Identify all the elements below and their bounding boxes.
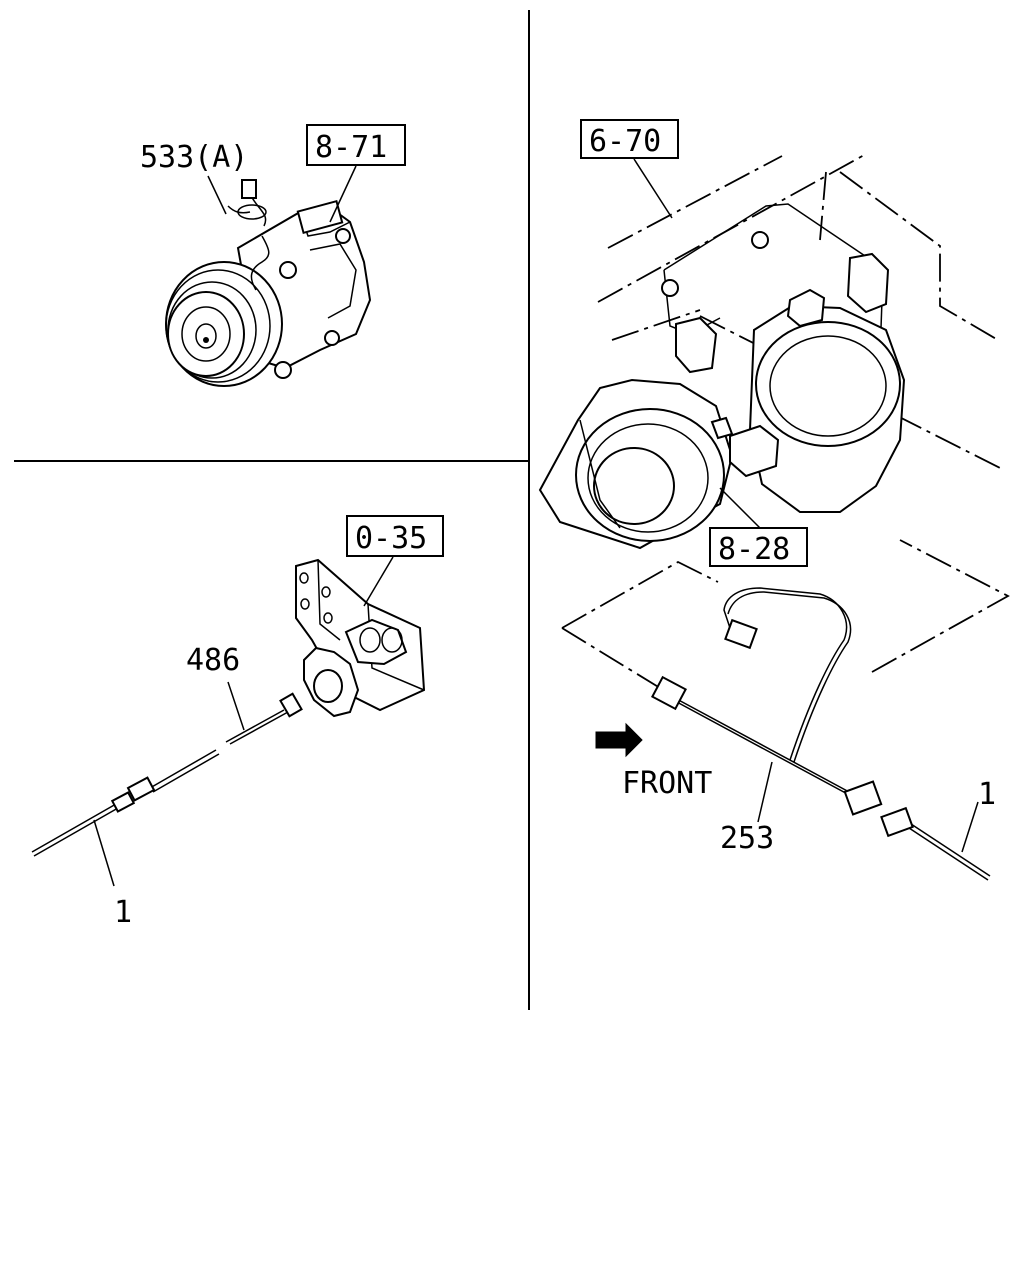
arrow-right-icon <box>595 722 643 758</box>
dash-outline-c <box>871 539 1010 673</box>
part-533a-label: 533(A) <box>140 140 248 175</box>
leader-0-35 <box>363 556 394 607</box>
ref-box-8-28 <box>709 527 808 567</box>
harness-486 <box>126 692 303 802</box>
part-253-label: 253 <box>720 821 774 856</box>
harness-253 <box>651 587 883 816</box>
ref-0-35-label: 0-35 <box>355 521 427 556</box>
dash-outline-b <box>561 627 661 689</box>
ref-8-28-label: 8-28 <box>718 532 790 567</box>
leader-253 <box>757 761 773 823</box>
part-1-right-label: 1 <box>978 777 996 812</box>
part-1-left-label: 1 <box>114 895 132 930</box>
horn-mounting-illustration <box>538 153 1001 550</box>
leader-8-28 <box>719 487 761 529</box>
ref-6-70-label: 6-70 <box>589 124 661 159</box>
leader-486 <box>227 681 245 731</box>
compressor-illustration <box>165 179 372 387</box>
front-label: FRONT <box>622 766 712 801</box>
leader-1-right <box>961 801 979 853</box>
ref-box-8-71 <box>306 124 406 166</box>
leader-1-left <box>93 819 115 887</box>
wire-1-left <box>31 791 136 857</box>
ref-8-71-label: 8-71 <box>315 130 387 165</box>
ref-box-0-35 <box>346 515 444 557</box>
leader-6-70 <box>633 158 673 219</box>
panel-dividers <box>14 10 530 1010</box>
ref-box-6-70 <box>580 119 679 159</box>
part-486-label: 486 <box>186 643 240 678</box>
wire-1-right <box>880 806 991 881</box>
bracket-switch-illustration <box>295 558 426 718</box>
leader-8-71 <box>329 165 357 223</box>
leader-533a <box>207 175 227 215</box>
dash-outline-a <box>561 560 719 629</box>
